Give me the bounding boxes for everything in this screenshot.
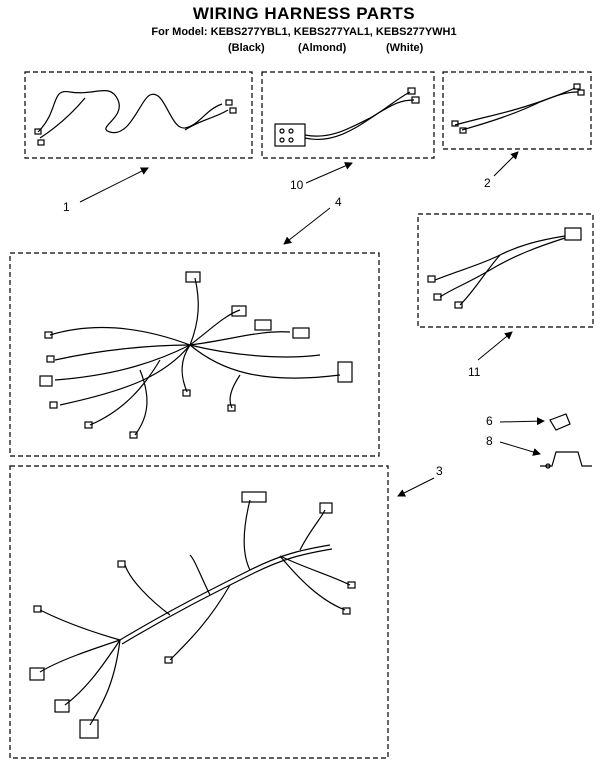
leader-arrows: [79, 151, 545, 497]
part-number-11: 11: [468, 365, 481, 379]
page-title: WIRING HARNESS PARTS: [192, 4, 416, 23]
bracket-part-8: [540, 451, 592, 469]
variant-almond: (Almond): [298, 42, 347, 54]
harness-part-1: [24, 71, 253, 159]
part-number-8: 8: [486, 434, 493, 448]
model-line: For Model: KEBS277YBL1, KEBS277YAL1, KEB…: [151, 26, 457, 38]
clip-part-6: [549, 413, 571, 431]
part-number-2: 2: [484, 176, 491, 190]
part-number-6: 6: [486, 414, 493, 428]
harness-part-2: [442, 71, 592, 150]
harness-part-11: [417, 213, 594, 328]
part-number-10: 10: [290, 178, 304, 192]
harness-part-3: [9, 465, 389, 759]
part-number-3: 3: [436, 464, 443, 478]
variant-white: (White): [386, 42, 424, 54]
harness-part-10: [261, 71, 435, 159]
variant-black: (Black): [228, 42, 265, 54]
part-number-1: 1: [63, 200, 70, 214]
harness-part-4: [9, 252, 380, 457]
part-number-4: 4: [335, 195, 342, 209]
